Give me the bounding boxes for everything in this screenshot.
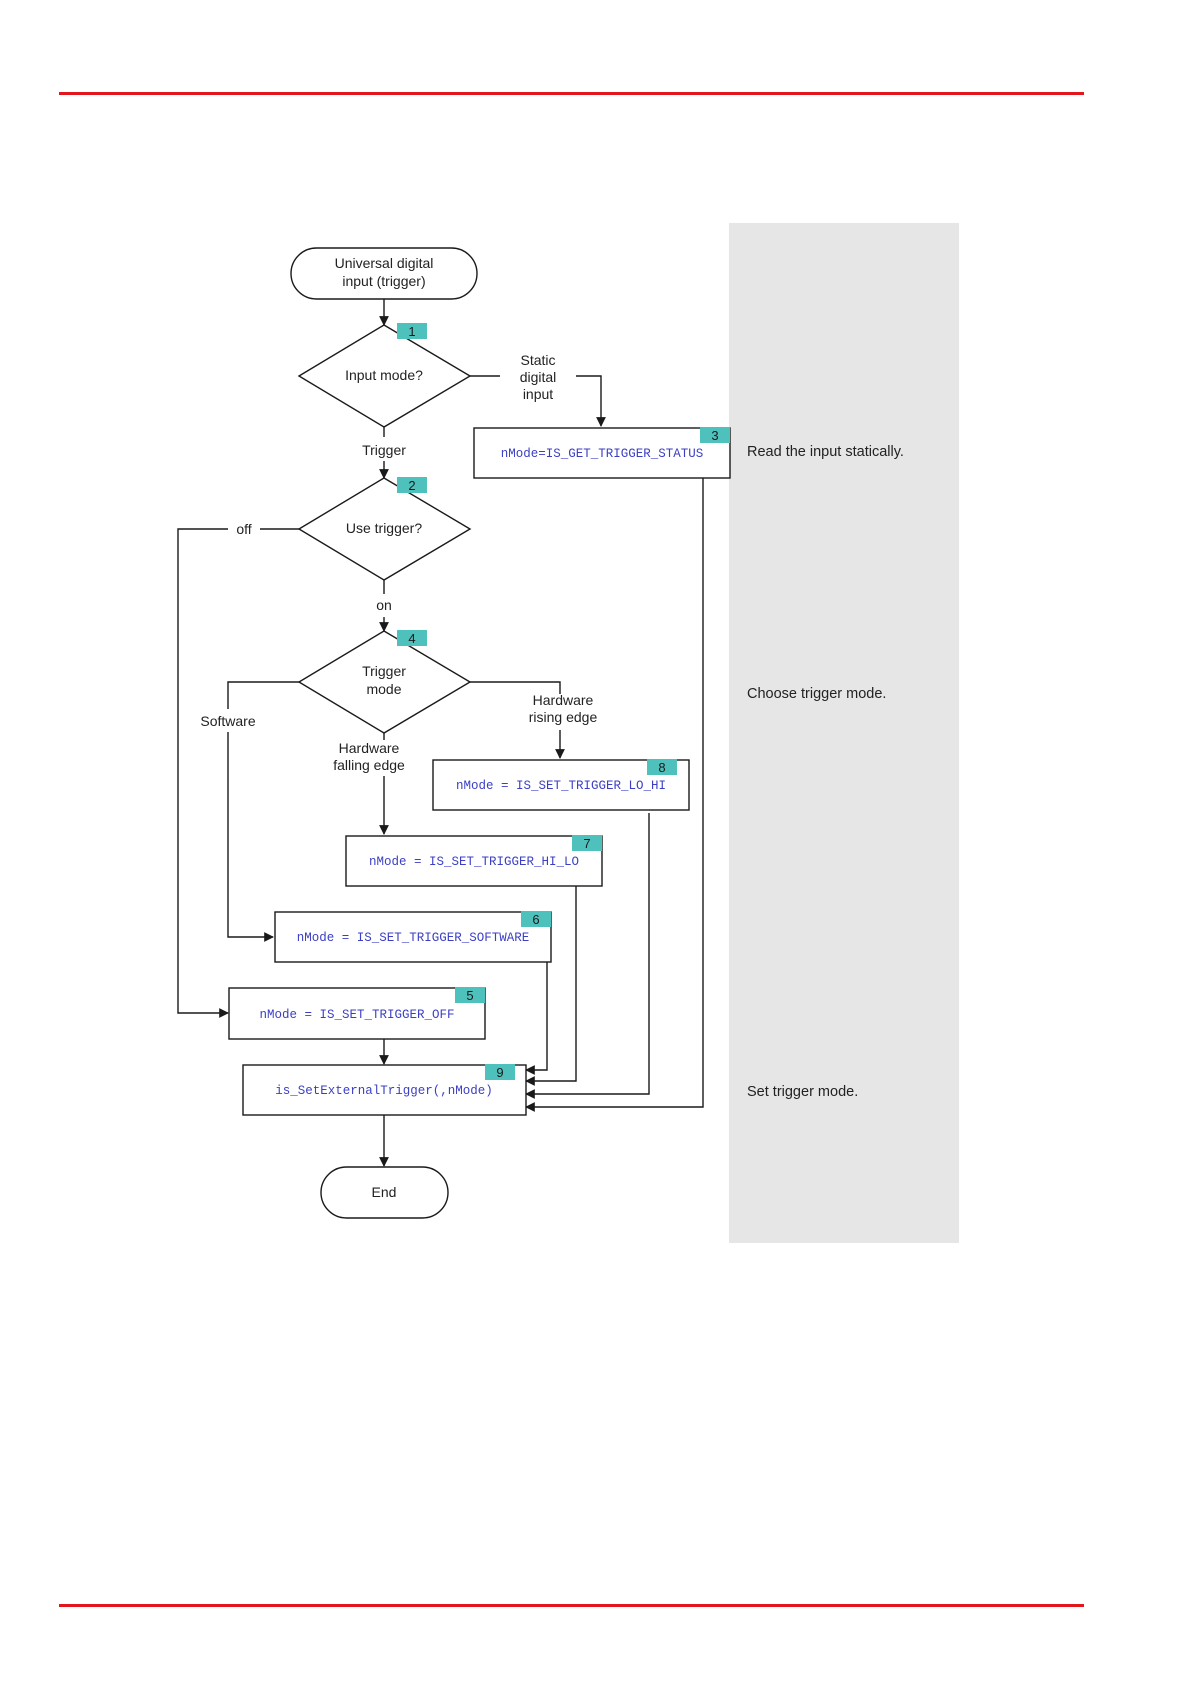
- bottom-rule: [59, 1604, 1084, 1607]
- badge-2-text: 2: [408, 478, 415, 493]
- start-label-line2: input (trigger): [342, 273, 425, 289]
- badge-9: [485, 1064, 515, 1080]
- edge-label-static-3: input: [523, 386, 553, 402]
- edge-label-software: Software: [200, 713, 255, 729]
- process-box-5: [228, 987, 486, 1040]
- badge-4-text: 4: [408, 631, 415, 646]
- badge-3-text: 3: [711, 428, 718, 443]
- edge-label-off: off: [236, 521, 251, 537]
- edge-trigger-mode-software-a: [227, 681, 300, 709]
- note-read-statically: Read the input statically.: [747, 444, 904, 460]
- badge-3: [700, 427, 730, 443]
- edge-box8-to-box9: [525, 813, 650, 1099]
- note-choose-trigger-mode: Choose trigger mode.: [747, 686, 886, 702]
- badge-4: [397, 630, 427, 646]
- edge-label-static-2: digital: [520, 369, 557, 385]
- edge-label-static-1: Static: [520, 352, 555, 368]
- top-rule: [59, 92, 1084, 95]
- box-7-code: nMode = IS_SET_TRIGGER_HI_LO: [369, 855, 579, 869]
- badge-7: [572, 835, 602, 851]
- badge-5-text: 5: [466, 988, 473, 1003]
- badge-8: [647, 759, 677, 775]
- decision-use-trigger-label: Use trigger?: [346, 520, 422, 536]
- start-terminal: [290, 247, 478, 300]
- badge-6: [521, 911, 551, 927]
- box-6-code: nMode = IS_SET_TRIGGER_SOFTWARE: [297, 931, 530, 945]
- edge-trigger-mode-software-b: [227, 732, 274, 942]
- process-box-6: [274, 911, 552, 963]
- edge-label-rising-1: Hardware: [533, 692, 594, 708]
- badge-2: [397, 477, 427, 493]
- edge-input-mode-static-b: [576, 375, 606, 427]
- start-label-line1: Universal digital: [335, 255, 434, 271]
- box-8-code: nMode = IS_SET_TRIGGER_LO_HI: [456, 779, 666, 793]
- box-5-code: nMode = IS_SET_TRIGGER_OFF: [259, 1008, 454, 1022]
- badge-6-text: 6: [532, 912, 539, 927]
- edge-box6-to-box9: [525, 962, 548, 1075]
- process-box-3: [473, 427, 731, 479]
- decision-trigger-mode: [297, 630, 472, 734]
- badge-5: [455, 987, 485, 1003]
- decision-use-trigger: [297, 477, 472, 581]
- edge-label-falling-1: Hardware: [339, 740, 400, 756]
- process-box-9: [242, 1064, 527, 1116]
- edge-box7-to-box9: [525, 886, 577, 1086]
- edge-label-on: on: [376, 597, 392, 613]
- end-terminal: [320, 1166, 449, 1219]
- badge-7-text: 7: [583, 836, 590, 851]
- edge-trigger-mode-rising-a: [468, 681, 561, 694]
- badge-8-text: 8: [658, 760, 665, 775]
- end-label: End: [372, 1184, 397, 1200]
- edge-use-trigger-off-b: [177, 528, 229, 1018]
- edge-box3-to-box9: [525, 478, 704, 1112]
- box-9-code: is_SetExternalTrigger(,nMode): [275, 1084, 493, 1098]
- decision-input-mode-label: Input mode?: [345, 367, 423, 383]
- badge-1: [397, 323, 427, 339]
- process-box-7: [345, 835, 603, 887]
- decision-trigger-mode-line2: mode: [366, 681, 401, 697]
- decision-input-mode: [297, 324, 472, 428]
- box-3-code: nMode=IS_GET_TRIGGER_STATUS: [501, 447, 704, 461]
- badge-1-text: 1: [408, 324, 415, 339]
- note-set-trigger-mode: Set trigger mode.: [747, 1084, 858, 1100]
- process-box-8: [432, 759, 690, 811]
- decision-trigger-mode-line1: Trigger: [362, 663, 406, 679]
- badge-9-text: 9: [496, 1065, 503, 1080]
- edge-label-trigger: Trigger: [362, 442, 406, 458]
- side-panel: [729, 223, 959, 1243]
- edge-label-falling-2: falling edge: [333, 757, 405, 773]
- edge-label-rising-2: rising edge: [529, 709, 598, 725]
